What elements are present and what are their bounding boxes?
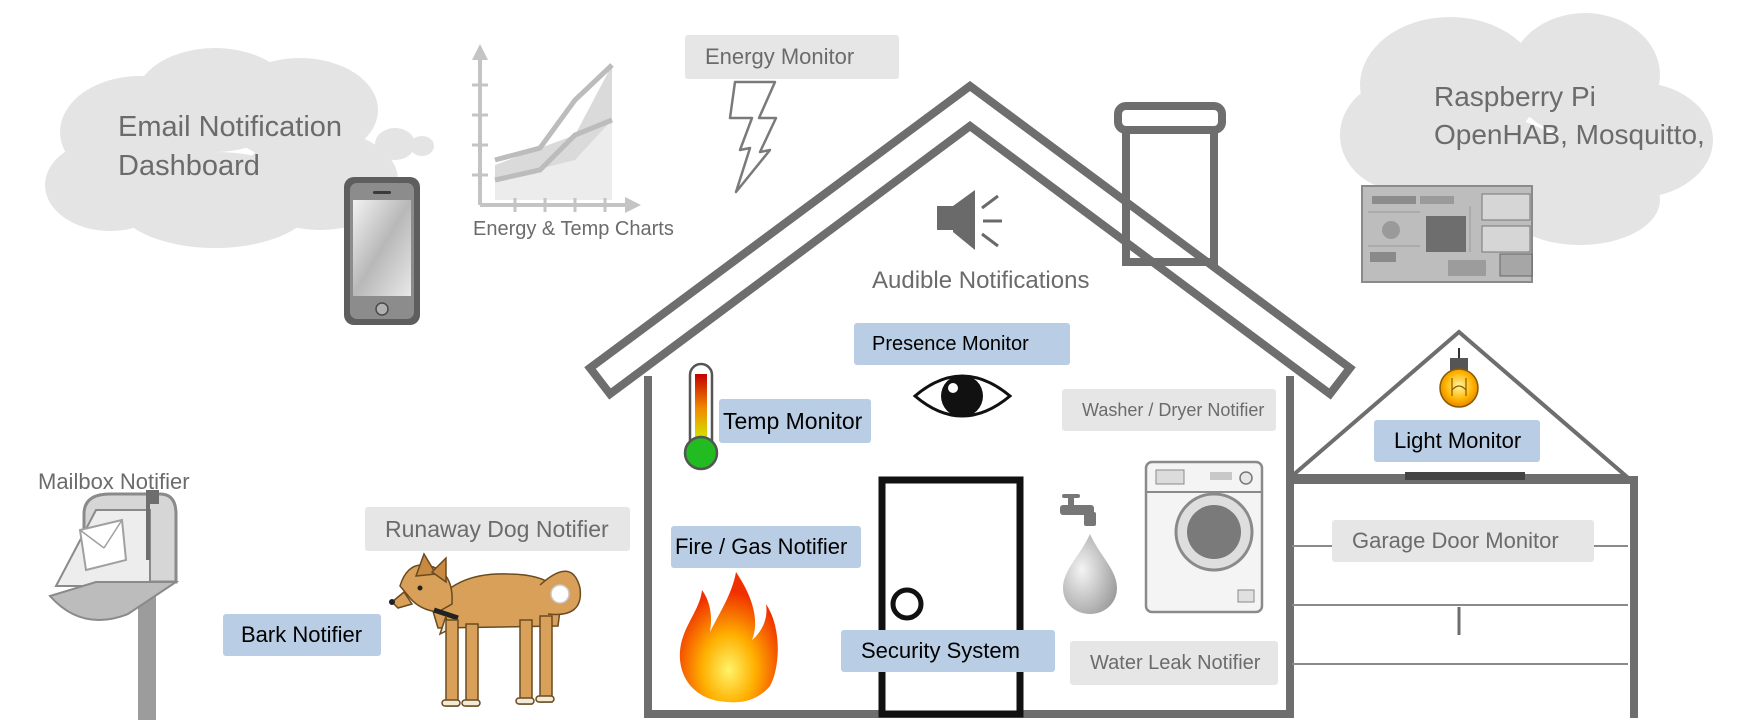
temp-monitor-label: Temp Monitor [719,399,871,443]
raspberry-pi-board-icon [1361,185,1533,283]
lightning-bolt-icon [728,80,778,194]
smartphone-icon [344,177,420,325]
raspberry-cloud [1340,13,1713,245]
thermometer-icon [683,362,719,471]
dog-icon [389,552,582,707]
audible-notifications-label: Audible Notifications [872,267,1090,294]
fire-icon [679,572,778,703]
faucet-icon [1060,494,1096,526]
energy-monitor-label: Energy Monitor [685,35,899,79]
energy-temp-charts-label: Energy & Temp Charts [473,217,674,240]
door-icon [878,476,1024,718]
mailbox-notifier-label: Mailbox Notifier [38,469,190,494]
garage-door-monitor-label: Garage Door Monitor [1332,520,1594,562]
washer-dryer-notifier-label: Washer / Dryer Notifier [1062,389,1276,431]
raspberry-pi-label: Raspberry Pi [1434,81,1596,112]
light-bulb-icon [1439,348,1479,408]
eye-icon [912,374,1013,418]
runaway-dog-notifier-label: Runaway Dog Notifier [365,507,630,551]
water-leak-notifier-label: Water Leak Notifier [1070,641,1278,685]
fire-gas-notifier-label: Fire / Gas Notifier [671,526,861,568]
speaker-icon [937,190,1002,250]
mailbox-icon [48,490,180,720]
washing-machine-icon [1144,460,1264,614]
light-monitor-label: Light Monitor [1374,420,1540,462]
openhab-mosquitto-label: OpenHAB, Mosquitto, [1434,119,1705,150]
bark-notifier-label: Bark Notifier [223,614,381,656]
water-drop-icon [1063,534,1117,614]
chart-icon [472,44,641,213]
email-notification-label: Email Notification [118,110,343,143]
security-system-label: Security System [841,630,1055,672]
presence-monitor-label: Presence Monitor [854,323,1070,365]
dashboard-label: Dashboard [118,149,260,182]
email-cloud [45,48,434,248]
